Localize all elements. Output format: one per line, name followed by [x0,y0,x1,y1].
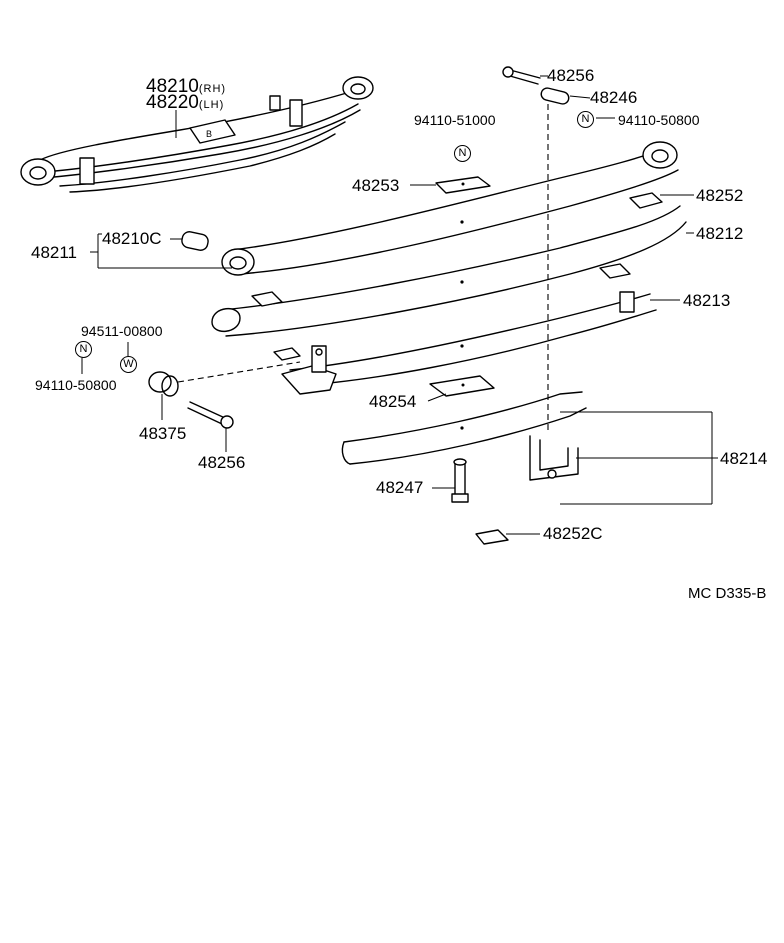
part-94110-50800-top-label: 94110-50800 [618,112,700,128]
part-48254-label: 48254 [369,392,417,411]
part-48256-top-label: 48256 [547,66,595,85]
bushing-48375-icon [148,371,179,397]
assembled-leaf-spring-icon: B [20,76,374,193]
pad-48252c-icon [475,529,509,545]
part-48375-label: 48375 [139,424,187,443]
pad-leaf2-icon [251,291,283,307]
pad-48252-icon [629,192,663,209]
svg-text:B: B [206,129,212,139]
part-94110-51000-label: 94110-51000 [414,112,496,128]
bracket-left-icon [273,345,337,395]
bolt-48247-icon [451,458,469,503]
nut-badge-top: N [577,111,594,128]
part-48211-label: 48211 [31,243,78,262]
part-94511-00800-label: 94511-00800 [81,323,163,339]
part-48212-label: 48212 [696,224,744,243]
diagram-code: MC D335-B [688,585,767,602]
part-number: 48220 [146,92,199,113]
bushing-48210c-icon [181,231,209,251]
part-48214-label: 48214 [720,449,768,468]
leader-lines [81,75,718,535]
part-48210-label: 48210(RH) [146,77,226,99]
pad-leaf3-icon [599,263,631,279]
part-48210c-label: 48210C [102,229,162,248]
part-48253-label: 48253 [352,176,400,195]
clip-48214-icon [529,435,579,481]
part-48220-label: 48220(LH) [146,93,224,115]
washer-badge: W [120,356,137,373]
leaf-48213-icon [289,291,657,387]
part-48256-bottom-label: 48256 [198,453,246,472]
bushing-top-icon [540,87,570,105]
part-number: 48210 [146,76,199,97]
bolt-top-icon [502,66,541,85]
plate-48254-icon [429,375,495,397]
side-lh: (LH) [198,99,225,111]
part-48252-label: 48252 [696,186,744,205]
part-48247-label: 48247 [376,478,424,497]
part-48246-label: 48246 [590,88,638,107]
side-rh: (RH) [198,83,227,95]
nut-badge-center: N [454,145,471,162]
nut-badge-left: N [75,341,92,358]
part-48213-label: 48213 [683,291,731,310]
part-48252c-label: 48252C [543,524,603,543]
bolt-bottom-icon [187,401,234,429]
plate-48253-icon [435,176,491,194]
leaf-48212-icon [211,205,687,337]
main-leaf-48211-icon [221,141,679,276]
part-94110-50800-left-label: 94110-50800 [35,377,117,393]
